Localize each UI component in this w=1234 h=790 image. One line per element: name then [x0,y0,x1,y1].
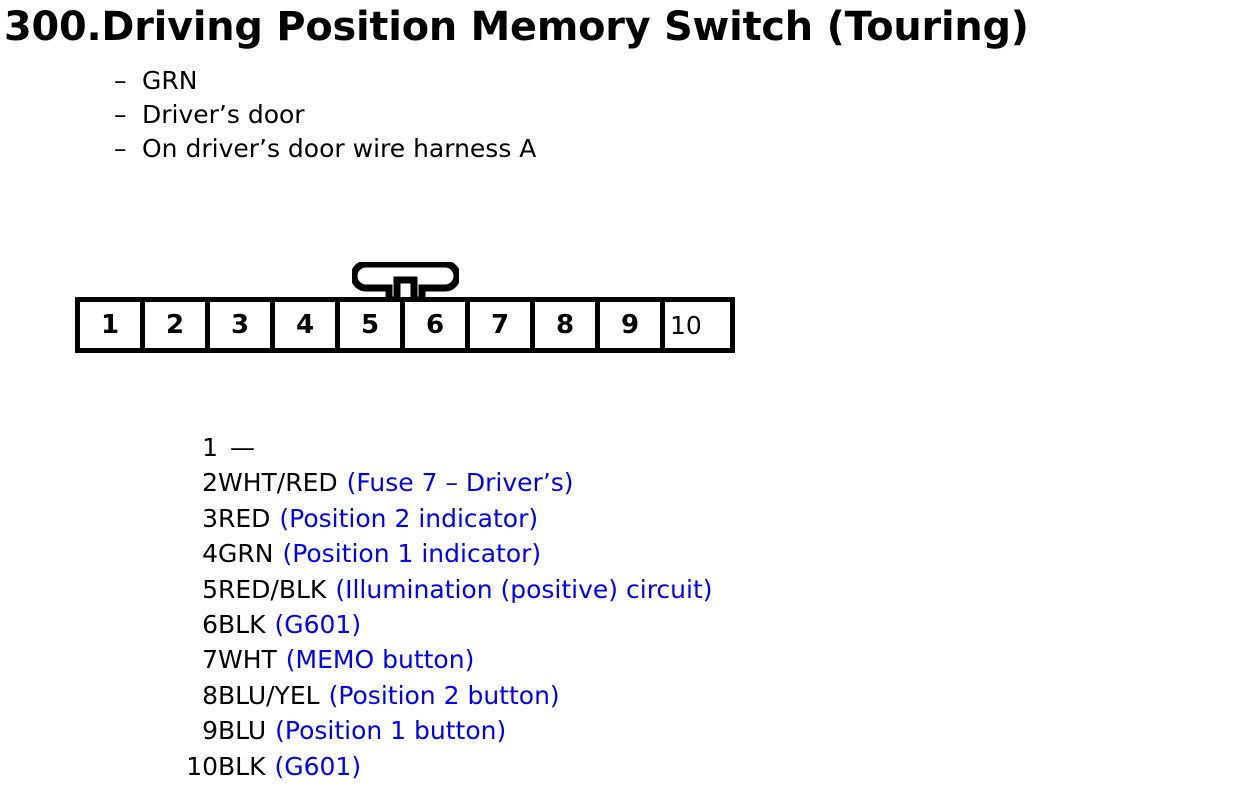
list-item-label: Driver’s door [142,100,305,129]
pin-number: 2 [202,468,218,498]
connector-pin-3: 3 [210,302,275,348]
pin-number: 6 [202,610,218,640]
pin-number: 10 [186,751,218,781]
pin-legend-row: 2 WHT/RED (Fuse 7 – Driver’s) [186,465,1086,500]
connector-pin-5: 5 [340,302,405,348]
dash-bullet-icon: – [114,66,127,95]
pin-legend-row: 5 RED/BLK (Illumination (positive) circu… [186,572,1086,607]
pin-legend-row: 8 BLU/YEL (Position 2 button) [186,678,1086,713]
connector-pin-1: 1 [80,302,145,348]
pin-legend-row: 4 GRN (Position 1 indicator) [186,536,1086,571]
pin-description: (G601) [274,751,362,781]
list-item-label: GRN [142,66,198,95]
pin-legend-row: 1 — [186,430,1086,465]
pin-wire-color: WHT [218,645,277,675]
pin-wire-color: RED [218,503,271,533]
connector-pin-7: 7 [470,302,535,348]
pin-number: 4 [202,539,218,569]
pin-wire-color: RED/BLK [218,574,327,604]
pin-empty-dash: — [230,433,255,462]
pin-wire-color: BLK [218,610,266,640]
pin-legend-row: 7 WHT (MEMO button) [186,642,1086,677]
dash-bullet-icon: – [114,134,127,163]
list-item-label: On driver’s door wire harness A [142,134,537,163]
connector-pin-6: 6 [405,302,470,348]
list-item: – GRN [114,64,914,98]
description-bullet-list: – GRN – Driver’s door – On driver’s door… [114,64,914,166]
pin-legend-row: 3 RED (Position 2 indicator) [186,501,1086,536]
dash-bullet-icon: – [114,100,127,129]
connector-pin-10: 10 [665,302,730,348]
pin-wire-color: BLU/YEL [218,680,320,710]
connector-pin-9: 9 [600,302,665,348]
pin-wire-color: GRN [218,539,274,569]
pin-number: 9 [202,716,218,746]
page-title: 300.Driving Position Memory Switch (Tour… [4,4,1029,50]
connector-diagram: 1 2 3 4 5 6 7 8 9 10 [75,262,735,354]
pin-number: 8 [202,680,218,710]
connector-pin-8: 8 [535,302,600,348]
pin-description: (Fuse 7 – Driver’s) [346,468,574,498]
connector-pin-4: 4 [275,302,340,348]
pin-description: (Position 2 button) [328,680,560,710]
pin-legend-row: 6 BLK (G601) [186,607,1086,642]
connector-locking-tab-icon [352,262,459,300]
list-item: – On driver’s door wire harness A [114,132,914,166]
pin-description: (G601) [274,610,362,640]
pin-description: (Position 1 indicator) [282,539,542,569]
pin-wire-color: WHT/RED [218,468,338,498]
pin-number: 1 [202,433,218,462]
pin-description: (MEMO button) [285,645,475,675]
pin-description: (Position 2 indicator) [279,503,539,533]
pin-description: (Position 1 button) [275,716,507,746]
pin-legend-list: 1 — 2 WHT/RED (Fuse 7 – Driver’s) 3 RED … [186,430,1086,784]
pin-wire-color: BLK [218,751,266,781]
list-item: – Driver’s door [114,98,914,132]
connector-pin-row: 1 2 3 4 5 6 7 8 9 10 [75,297,735,353]
pin-number: 5 [202,574,218,604]
pin-number: 7 [202,645,218,675]
pin-legend-row: 9 BLU (Position 1 button) [186,713,1086,748]
connector-pin-2: 2 [145,302,210,348]
pin-legend-row: 10 BLK (G601) [186,749,1086,784]
pin-number: 3 [202,503,218,533]
pin-wire-color: BLU [218,716,267,746]
pin-description: (Illumination (positive) circuit) [335,574,713,604]
